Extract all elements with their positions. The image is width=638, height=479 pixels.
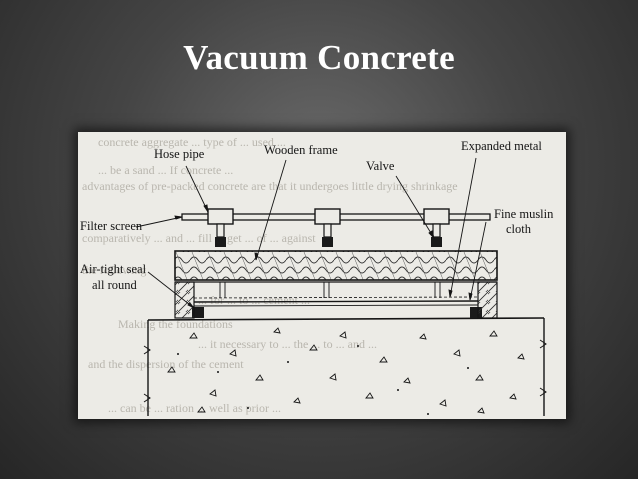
expanded-metal [193, 300, 479, 303]
svg-text:... can be ... ration ... well: ... can be ... ration ... well as prior … [108, 401, 281, 415]
valve-2 [314, 208, 341, 247]
svg-text:... be a sand ... If concrete: ... be a sand ... If concrete ... [98, 163, 233, 177]
label-air-tight-seal: Air-tight seal [80, 262, 147, 276]
vacuum-concrete-diagram: concrete aggregate ... type of ... used … [80, 135, 554, 416]
valve-3 [423, 208, 450, 247]
valve-1 [207, 208, 234, 247]
label-all-round: all round [92, 278, 138, 292]
label-wooden-frame: Wooden frame [264, 143, 338, 157]
air-tight-seal-left [192, 307, 204, 318]
leader-lines [135, 157, 487, 309]
filter-screen [193, 296, 479, 299]
suction-holes [219, 282, 441, 298]
slide-title: Vacuum Concrete [183, 38, 455, 77]
air-tight-seal-right [470, 307, 482, 318]
label-expanded-metal: Expanded metal [461, 139, 542, 153]
fine-muslin-cloth [193, 304, 479, 307]
svg-text:comparatively ... and ... fill: comparatively ... and ... fill ... get .… [82, 231, 316, 245]
wooden-frame-right-post [477, 281, 498, 319]
svg-text:advantages of pre-packed concr: advantages of pre-packed concrete are th… [82, 179, 458, 193]
wooden-frame-board [174, 250, 498, 281]
label-hose-pipe: Hose pipe [154, 147, 205, 161]
label-filter-screen: Filter screen [80, 219, 143, 233]
vacuum-concrete-figure: concrete aggregate ... type of ... used … [78, 132, 566, 419]
label-valve: Valve [366, 159, 395, 173]
svg-text:the following: the following [82, 263, 146, 277]
label-cloth: cloth [506, 222, 532, 236]
label-fine-muslin: Fine muslin [494, 207, 554, 221]
svg-text:... for ... to ... cement ...: ... for ... to ... cement ... [198, 293, 310, 307]
svg-text:... it necessary to ... the ..: ... it necessary to ... the ... to ... a… [198, 337, 377, 351]
show-through-text: concrete aggregate ... type of ... used … [82, 135, 458, 415]
svg-text:concrete aggregate ... type of: concrete aggregate ... type of ... used … [98, 135, 286, 149]
svg-text:and the dispersion of the ceme: and the dispersion of the cement [88, 357, 244, 371]
